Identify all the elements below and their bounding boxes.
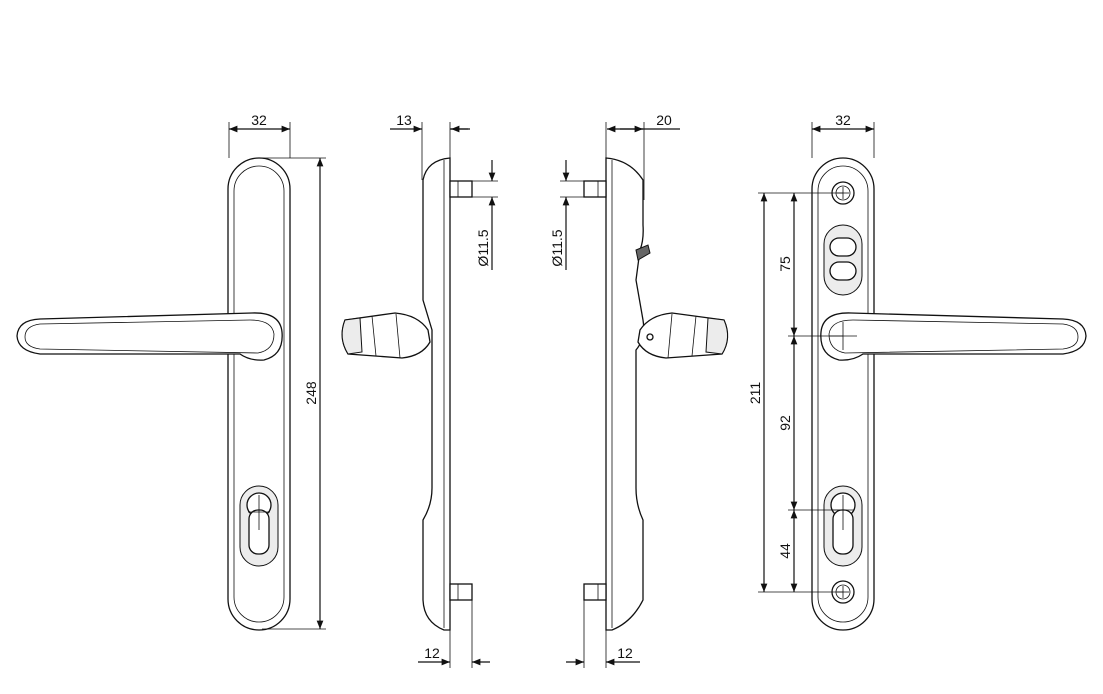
side-right-offset-label: 12 [617,645,633,661]
back-width-label: 32 [835,112,851,128]
side-view-left: 13 Ø11.5 12 [341,112,498,668]
back-backplate-inner [817,165,869,623]
side-right-notch [635,244,651,261]
back-cylinder-cutout [823,485,863,567]
back-total-label: 211 [747,382,763,405]
back-lever [820,312,1087,361]
side-left-offset-label: 12 [424,645,440,661]
front-backplate-inner [233,165,285,623]
front-height-label: 248 [303,381,319,405]
side-left-top-pin [449,180,473,198]
side-left-depth-label: 13 [396,112,412,128]
front-width-label: 32 [251,112,267,128]
front-lever-inner [24,319,275,354]
side-right-pin-label: Ø11.5 [549,229,565,266]
side-left-plate [422,157,451,631]
side-left-bottom-pin [449,583,473,601]
front-cylinder-cutout [239,485,279,567]
back-spring-housing [823,224,863,296]
front-lever [16,312,283,361]
side-right-depth-label: 20 [656,112,672,128]
side-right-bottom-pin [583,583,607,601]
back-lower-label: 44 [777,543,793,559]
front-view: 32 248 [16,112,326,631]
back-upper-label: 75 [777,256,793,272]
side-view-right: 20 Ø11.5 12 [549,112,729,668]
back-lever-inner [828,319,1079,354]
side-left-pin-label: Ø11.5 [475,229,491,266]
back-middle-label: 92 [777,415,793,431]
back-view: 32 211 75 92 44 [747,112,1087,631]
side-right-top-pin [583,180,607,198]
